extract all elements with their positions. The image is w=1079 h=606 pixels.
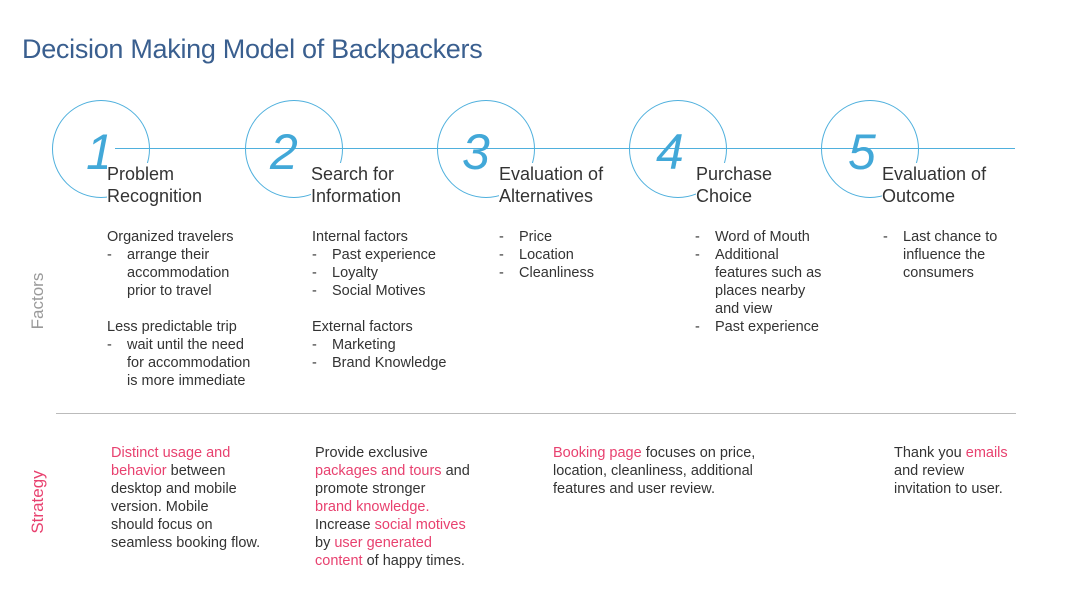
strategy-col-5: Thank you emails and review invitation t… [894,445,1008,497]
factors-label: Factors [28,272,47,330]
factors-list: Price Location Cleanliness [499,228,594,282]
stage-2-circle [245,100,343,198]
factors-col-3: Price Location Cleanliness [499,228,594,282]
list-item: wait until the need [107,336,250,354]
list-item: Last chance to [883,228,997,246]
factors-col-2: Internal factors Past experience Loyalty… [312,228,446,372]
list-item: Loyalty [312,264,446,282]
stage-5-circle [821,100,919,198]
list-item-cont: places nearby [715,283,806,299]
factors-heading: External factors [312,319,413,335]
list-item-cont: and view [715,301,773,317]
list-item-cont: for accommodation [127,355,251,371]
stage-4-number: 4 [656,124,684,180]
factors-heading: Less predictable trip [107,319,237,335]
factors-col-5: Last chance to influence the consumers [883,228,997,282]
list-item: Marketing [312,336,446,354]
list-item-cont: is more immediate [127,373,246,389]
factors-list: Last chance to influence the consumers [883,228,997,282]
strategy-col-1: Distinct usage and behavior between desk… [111,445,261,551]
list-item: Additional [695,246,821,264]
stage-1-circle [52,100,150,198]
list-item: Past experience [695,318,821,336]
timeline-line [115,148,1015,149]
strategy-label: Strategy [28,470,47,534]
page-title: Decision Making Model of Backpackers [22,34,483,64]
stage-4-circle [629,100,727,198]
stage-3-title: Evaluation of Alternatives [499,163,604,207]
list-item: Social Motives [312,282,446,300]
list-item-cont: features such as [715,265,822,281]
list-item: Cleanliness [499,264,594,282]
stage-3-circle [437,100,535,198]
strategy-col-2: Provide exclusive packages and tours and… [315,445,470,569]
list-item-cont: influence the [903,247,986,263]
stage-4-title: Purchase Choice [696,163,773,207]
list-item: Past experience [312,246,446,264]
list-item: Brand Knowledge [312,354,446,372]
factors-col-1: Organized travelers arrange their accomm… [107,228,250,390]
stage-5-number: 5 [848,124,876,180]
factors-list: Word of Mouth Additional features such a… [695,228,821,336]
list-item-cont: prior to travel [127,283,212,299]
list-item-cont: consumers [903,265,974,281]
stage-3-number: 3 [462,124,490,180]
factors-list: Past experience Loyalty Social Motives [312,246,446,300]
list-item: Price [499,228,594,246]
list-item-cont: accommodation [127,265,230,281]
factors-list: wait until the need for accommodation is… [107,336,250,390]
stage-2-title: Search for Information [311,163,402,207]
strategy-col-3: Booking page focuses on price, location,… [553,445,756,497]
stage-2-number: 2 [270,124,298,180]
factors-heading: Internal factors [312,229,408,245]
stage-5-title: Evaluation of Outcome [882,163,987,207]
factors-list: arrange their accommodation prior to tra… [107,246,250,300]
list-item: Location [499,246,594,264]
factors-heading: Organized travelers [107,229,234,245]
section-divider [56,413,1016,414]
list-item: arrange their [107,246,250,264]
factors-list: Marketing Brand Knowledge [312,336,446,372]
factors-col-4: Word of Mouth Additional features such a… [695,228,821,336]
list-item: Word of Mouth [695,228,821,246]
stage-1-title: Problem Recognition [107,163,203,207]
